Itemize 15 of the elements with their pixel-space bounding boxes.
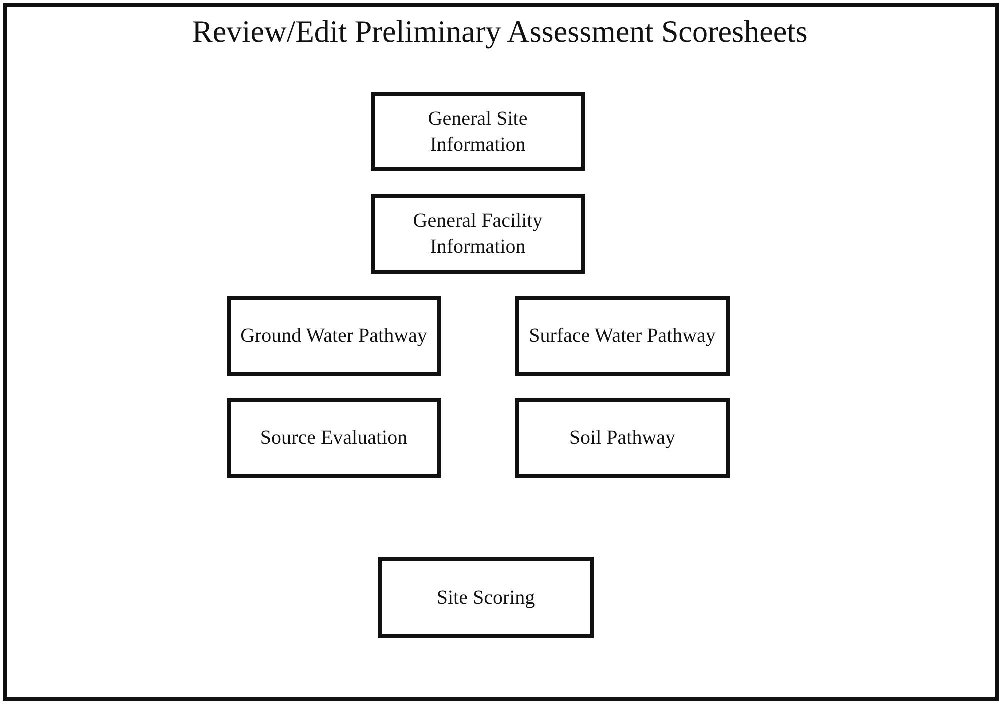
box-label: Soil Pathway bbox=[569, 426, 676, 451]
diagram-title: Review/Edit Preliminary Assessment Scoresheets bbox=[191, 14, 809, 50]
process-box bbox=[515, 296, 730, 376]
process-box bbox=[378, 557, 594, 638]
box-label: Ground Water Pathway bbox=[240, 324, 428, 349]
process-box bbox=[227, 296, 441, 376]
box-label: Surface Water Pathway bbox=[529, 324, 716, 349]
box-label: General Site Information bbox=[427, 106, 529, 158]
box-label: Source Evaluation bbox=[260, 426, 408, 451]
process-box bbox=[371, 92, 585, 171]
box-label: General Facility Information bbox=[412, 209, 544, 260]
process-box bbox=[227, 398, 441, 478]
process-box bbox=[371, 194, 585, 274]
box-label: Site Scoring bbox=[436, 586, 536, 610]
process-box bbox=[515, 398, 730, 478]
